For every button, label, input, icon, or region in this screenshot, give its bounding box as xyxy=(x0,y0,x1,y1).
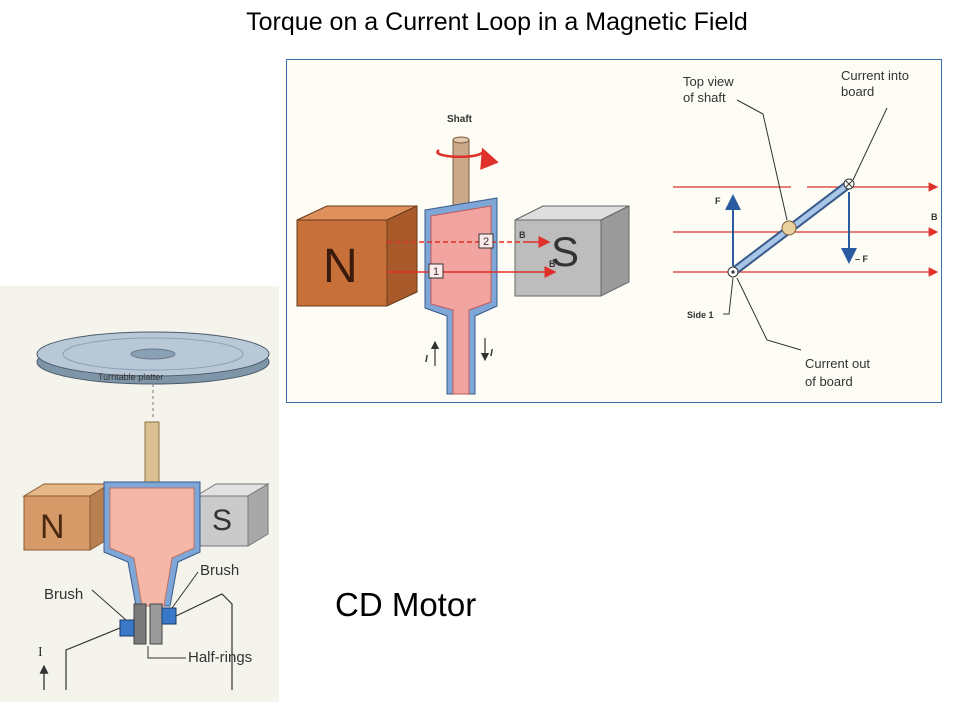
side-1-label: Side 1 xyxy=(687,310,714,320)
figure-caption: CD Motor xyxy=(335,586,477,623)
svg-text:board: board xyxy=(841,84,874,99)
south-magnet xyxy=(514,205,630,297)
motor-current-label: I xyxy=(38,645,43,660)
half-ring-left xyxy=(133,603,147,645)
half-rings-label: Half-rings xyxy=(188,649,252,666)
side-1-marker: 1 xyxy=(433,266,439,278)
current-out-label: Current out xyxy=(805,356,870,371)
top-view-loop xyxy=(728,179,854,277)
brush-right-label: Brush xyxy=(200,562,239,579)
half-ring-right xyxy=(149,603,163,645)
current-loop xyxy=(424,197,498,395)
top-view-label: Top view xyxy=(683,74,734,89)
force-label: F xyxy=(715,196,721,206)
brush-right xyxy=(161,607,177,625)
wire-right xyxy=(175,593,233,690)
current-label-left: I xyxy=(425,354,428,365)
motor-north-label: N xyxy=(40,508,65,546)
side-2-marker: 2 xyxy=(483,236,489,248)
field-label-upper: B xyxy=(519,230,526,240)
side-1-marker-box xyxy=(428,263,444,279)
torque-diagram: Shaft N S B B 2 1 I xyxy=(286,59,942,403)
north-magnet xyxy=(296,205,418,307)
side-2-marker-box xyxy=(478,233,494,249)
top-view-field-lines xyxy=(673,182,939,277)
motor-shaft xyxy=(144,421,160,483)
shaft-label: Shaft xyxy=(447,114,473,125)
cd-motor-diagram: Turntable platter N S xyxy=(0,286,279,702)
turntable-platter xyxy=(36,331,270,385)
current-into-label: Current into xyxy=(841,68,909,83)
motor-loop xyxy=(103,481,201,607)
field-label-lower: B xyxy=(549,259,556,269)
svg-text:of board: of board xyxy=(805,374,853,389)
brush-left xyxy=(119,619,135,637)
current-label-right: I xyxy=(490,348,493,359)
brush-left-label: Brush xyxy=(44,586,83,603)
top-view-field-label: B xyxy=(931,212,938,222)
slide-title: Torque on a Current Loop in a Magnetic F… xyxy=(246,8,748,36)
wire-left xyxy=(65,627,121,690)
north-magnet-label: N xyxy=(323,240,358,293)
motor-north-magnet xyxy=(22,483,112,551)
neg-force-label: – F xyxy=(855,254,869,264)
platter-label: Turntable platter xyxy=(98,372,163,382)
svg-text:of shaft: of shaft xyxy=(683,90,726,105)
motor-south-label: S xyxy=(212,504,232,537)
